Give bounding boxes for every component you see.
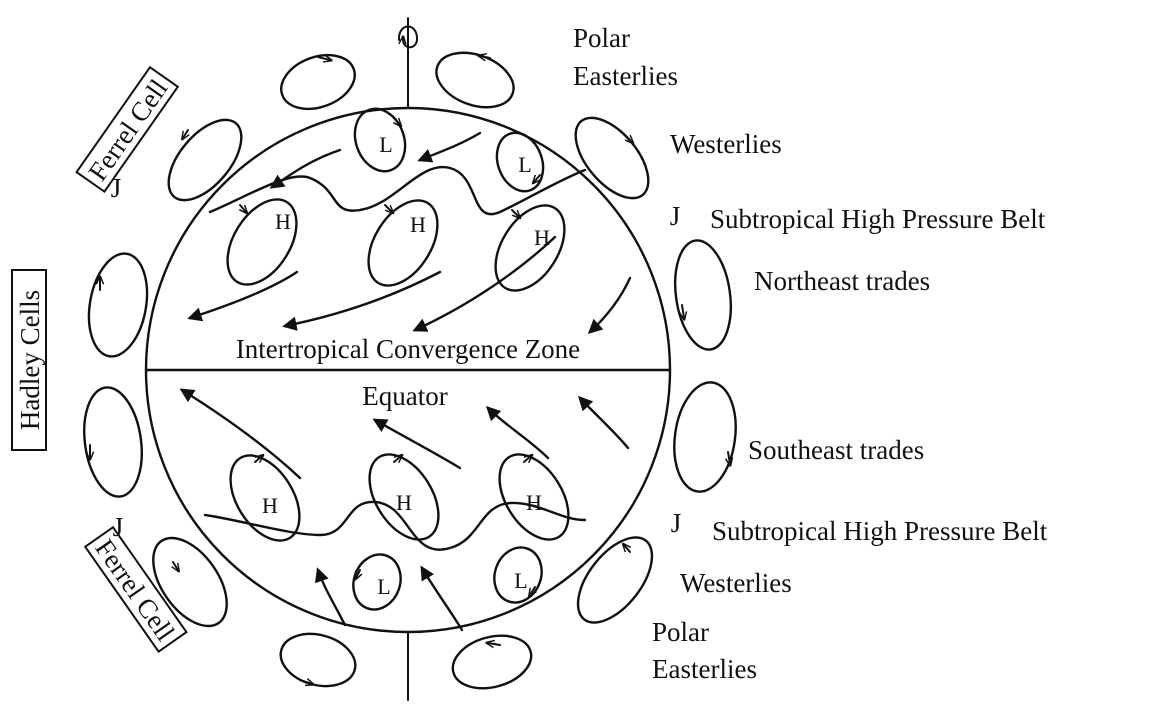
jet-stream-label: J [671,508,682,538]
equator-label: Equator [362,381,447,411]
jet-stream-label: J [111,173,122,203]
low-mark: L [514,568,527,593]
itcz-label: Intertropical Convergence Zone [236,334,580,364]
subtropical-high-top-label: Subtropical High Pressure Belt [710,204,1046,234]
high-mark: H [526,490,542,515]
high-mark: H [396,490,412,515]
westerlies-bottom-label: Westerlies [680,568,792,598]
high-pressure-cell-north [481,193,578,302]
polar-cell-loop [275,626,361,694]
hadley-cell-loop [668,378,743,495]
high-mark: H [410,212,426,237]
polar-easterlies-bottom-label: Polar [652,617,709,647]
high-pressure-cell-north [354,188,451,297]
hadley-cells-label: Hadley Cells [15,290,45,430]
polar-easterlies-top-label: Easterlies [573,61,678,91]
polar-cell-loop [429,43,521,117]
ferrel-cell-bottom-box: Ferrel Cell [85,527,186,651]
northeast-trades-label: Northeast trades [754,266,930,296]
polar-easterlies-bottom-label: Easterlies [652,654,757,684]
low-mark: L [379,132,392,157]
southeast-trades-label: Southeast trades [748,435,924,465]
ferrel-cell-top-label: Ferrel Cell [82,74,173,186]
westerlies-top-label: Westerlies [670,129,782,159]
high-mark: H [534,225,550,250]
low-mark: L [518,152,531,177]
high-mark: H [262,493,278,518]
ferrel-cell-bottom-label: Ferrel Cell [89,534,180,646]
ferrel-cell-loop [564,525,667,636]
low-mark: L [377,574,390,599]
ferrel-cell-loop [562,105,662,211]
hadley-cell-loop [81,249,154,361]
hadley-cells-box: Hadley Cells [12,270,46,450]
ferrel-cell-top-box: Ferrel Cell [77,67,178,191]
polar-easterlies-top-label: Polar [573,23,630,53]
polar-cell-loop [447,627,537,696]
jet-stream-label: J [113,512,124,542]
jet-stream-label: J [670,201,681,231]
hadley-cell-loop [669,237,738,353]
hadley-cell-loop [78,384,149,501]
subtropical-high-bottom-label: Subtropical High Pressure Belt [712,516,1048,546]
high-mark: H [275,209,291,234]
